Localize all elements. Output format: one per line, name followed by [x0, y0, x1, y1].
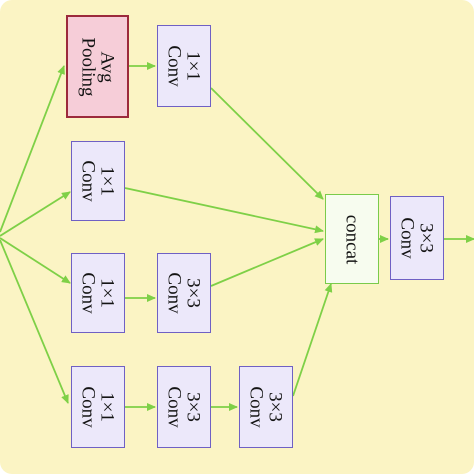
concat-box: concat — [325, 194, 379, 284]
conv-size-label: 1×1 — [97, 278, 118, 308]
conv-type-label: Conv — [78, 272, 99, 314]
conv-size-label: 3×3 — [265, 392, 286, 422]
conv-size-label: 1×1 — [97, 392, 118, 422]
arrow-input-to-avg-pool — [0, 65, 65, 233]
arrow-input-to-branch3 — [0, 237, 71, 284]
arrow-pool-conv-to-concat — [210, 87, 324, 200]
conv-size-label: 3×3 — [183, 278, 204, 308]
conv-size-label: 1×1 — [183, 51, 204, 81]
arrow-input-to-branch2 — [0, 191, 71, 237]
arrow-branch3-to-concat — [210, 238, 324, 287]
conv-type-label: Conv — [164, 272, 185, 314]
avg-pooling-label-2: Pooling — [77, 36, 99, 97]
conv-type-label: Conv — [164, 45, 185, 87]
conv-type-label: Conv — [397, 217, 418, 259]
concat-label: concat — [341, 214, 363, 264]
conv-type-label: Conv — [246, 386, 267, 428]
conv-size-label: 3×3 — [416, 223, 437, 253]
arrow-input-to-branch4 — [0, 239, 69, 404]
arrow-branch2-to-concat — [124, 187, 324, 234]
conv-size-label: 1×1 — [97, 166, 118, 196]
conv-size-label: 3×3 — [183, 392, 204, 422]
conv-type-label: Conv — [164, 386, 185, 428]
avg-pooling-label-1: Avg — [96, 50, 118, 83]
conv-type-label: Conv — [78, 160, 99, 202]
conv-type-label: Conv — [78, 386, 99, 428]
arrow-branch4-to-concat — [292, 283, 333, 397]
